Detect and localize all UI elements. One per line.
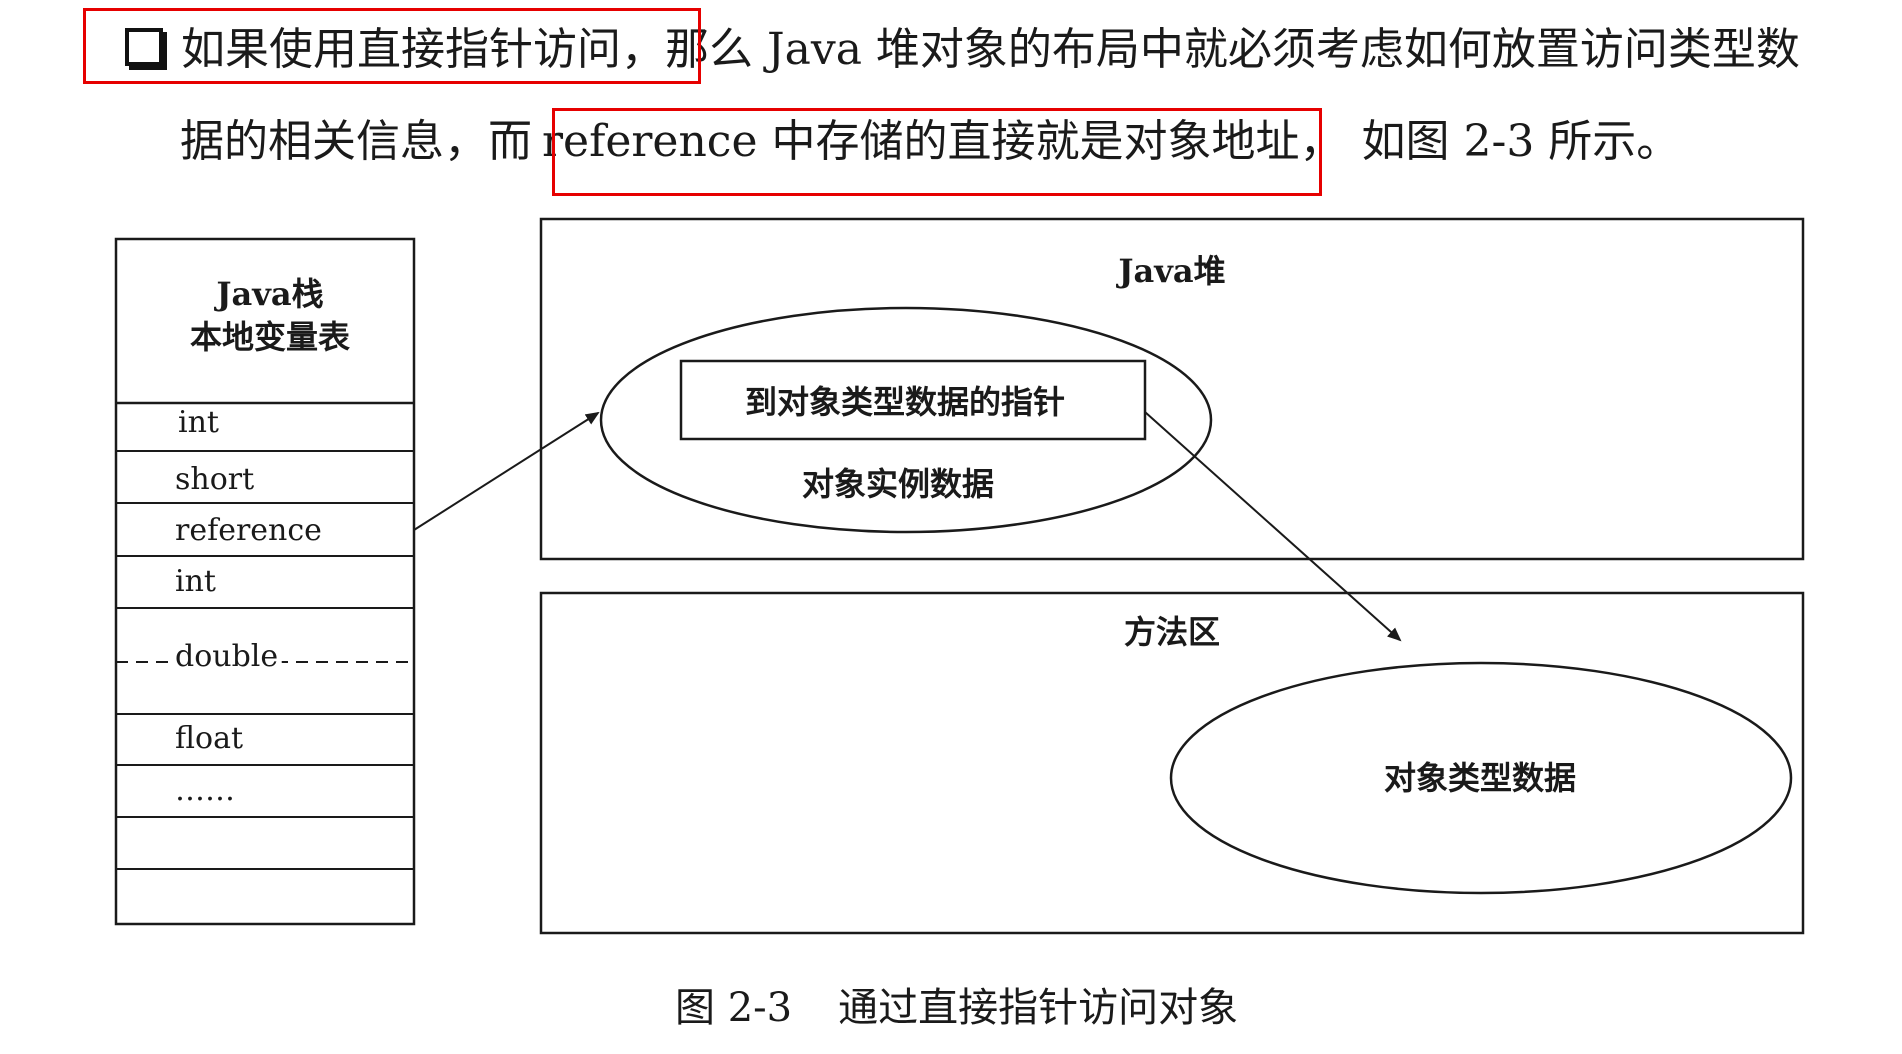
object-type-ellipse: [1169, 661, 1793, 895]
line-2-end: 如图 2-3 所示。: [1361, 116, 1681, 167]
figure-title: 通过直接指针访问对象: [838, 985, 1239, 1031]
paragraph-line-1: 如果使用直接指针访问，那么 Java 堆对象的布局中就必须考虑如何放置访问类型数: [125, 28, 1800, 72]
object-instance-ellipse: [599, 306, 1213, 534]
object-type-label: 对象类型数据: [1384, 759, 1576, 797]
red-highlight-box-2: [552, 108, 1322, 196]
red-highlight-box-1: [83, 8, 701, 84]
stack-slot-float: float: [175, 721, 243, 756]
stack-title-line-1: Java栈: [213, 275, 323, 313]
highlighted-phrase-1: 如果使用直接指针访问，: [181, 24, 665, 75]
figure-caption: 图 2-3 通过直接指针访问对象: [675, 975, 1238, 1033]
highlighted-phrase-2: reference 中存储的直接就是对象地址，: [542, 116, 1344, 167]
line-1-rest: 那么 Java 堆对象的布局中就必须考虑如何放置访问类型数: [665, 24, 1800, 75]
java-stack-table: Java栈 本地变量表 int short reference int doub…: [114, 237, 416, 926]
reference-to-instance-arrow: [413, 411, 600, 531]
figure-number: 图 2-3: [675, 985, 793, 1031]
stack-title-line-2: 本地变量表: [190, 318, 350, 356]
pointer-to-type-arrow: [1144, 411, 1402, 642]
stack-slot-int-1: int: [178, 405, 219, 440]
checkbox-bullet-icon: [125, 28, 163, 66]
stack-slot-reference: reference: [175, 513, 322, 548]
java-heap-region: Java堆 到对象类型数据的指针 对象实例数据: [539, 217, 1805, 561]
stack-slot-short: short: [175, 462, 254, 497]
line-2-start: 据的相关信息，而: [180, 116, 532, 167]
instance-data-label: 对象实例数据: [802, 465, 994, 503]
type-pointer-box: [679, 359, 1147, 441]
stack-slot-ellipsis: ……: [175, 773, 235, 808]
type-pointer-label: 到对象类型数据的指针: [745, 383, 1065, 421]
stack-slot-int-2: int: [175, 564, 216, 599]
heap-title: Java堆: [1115, 252, 1225, 290]
method-area-title: 方法区: [1124, 613, 1220, 651]
method-area-region: 方法区 对象类型数据: [539, 591, 1805, 935]
stack-slot-double: double: [175, 639, 278, 674]
